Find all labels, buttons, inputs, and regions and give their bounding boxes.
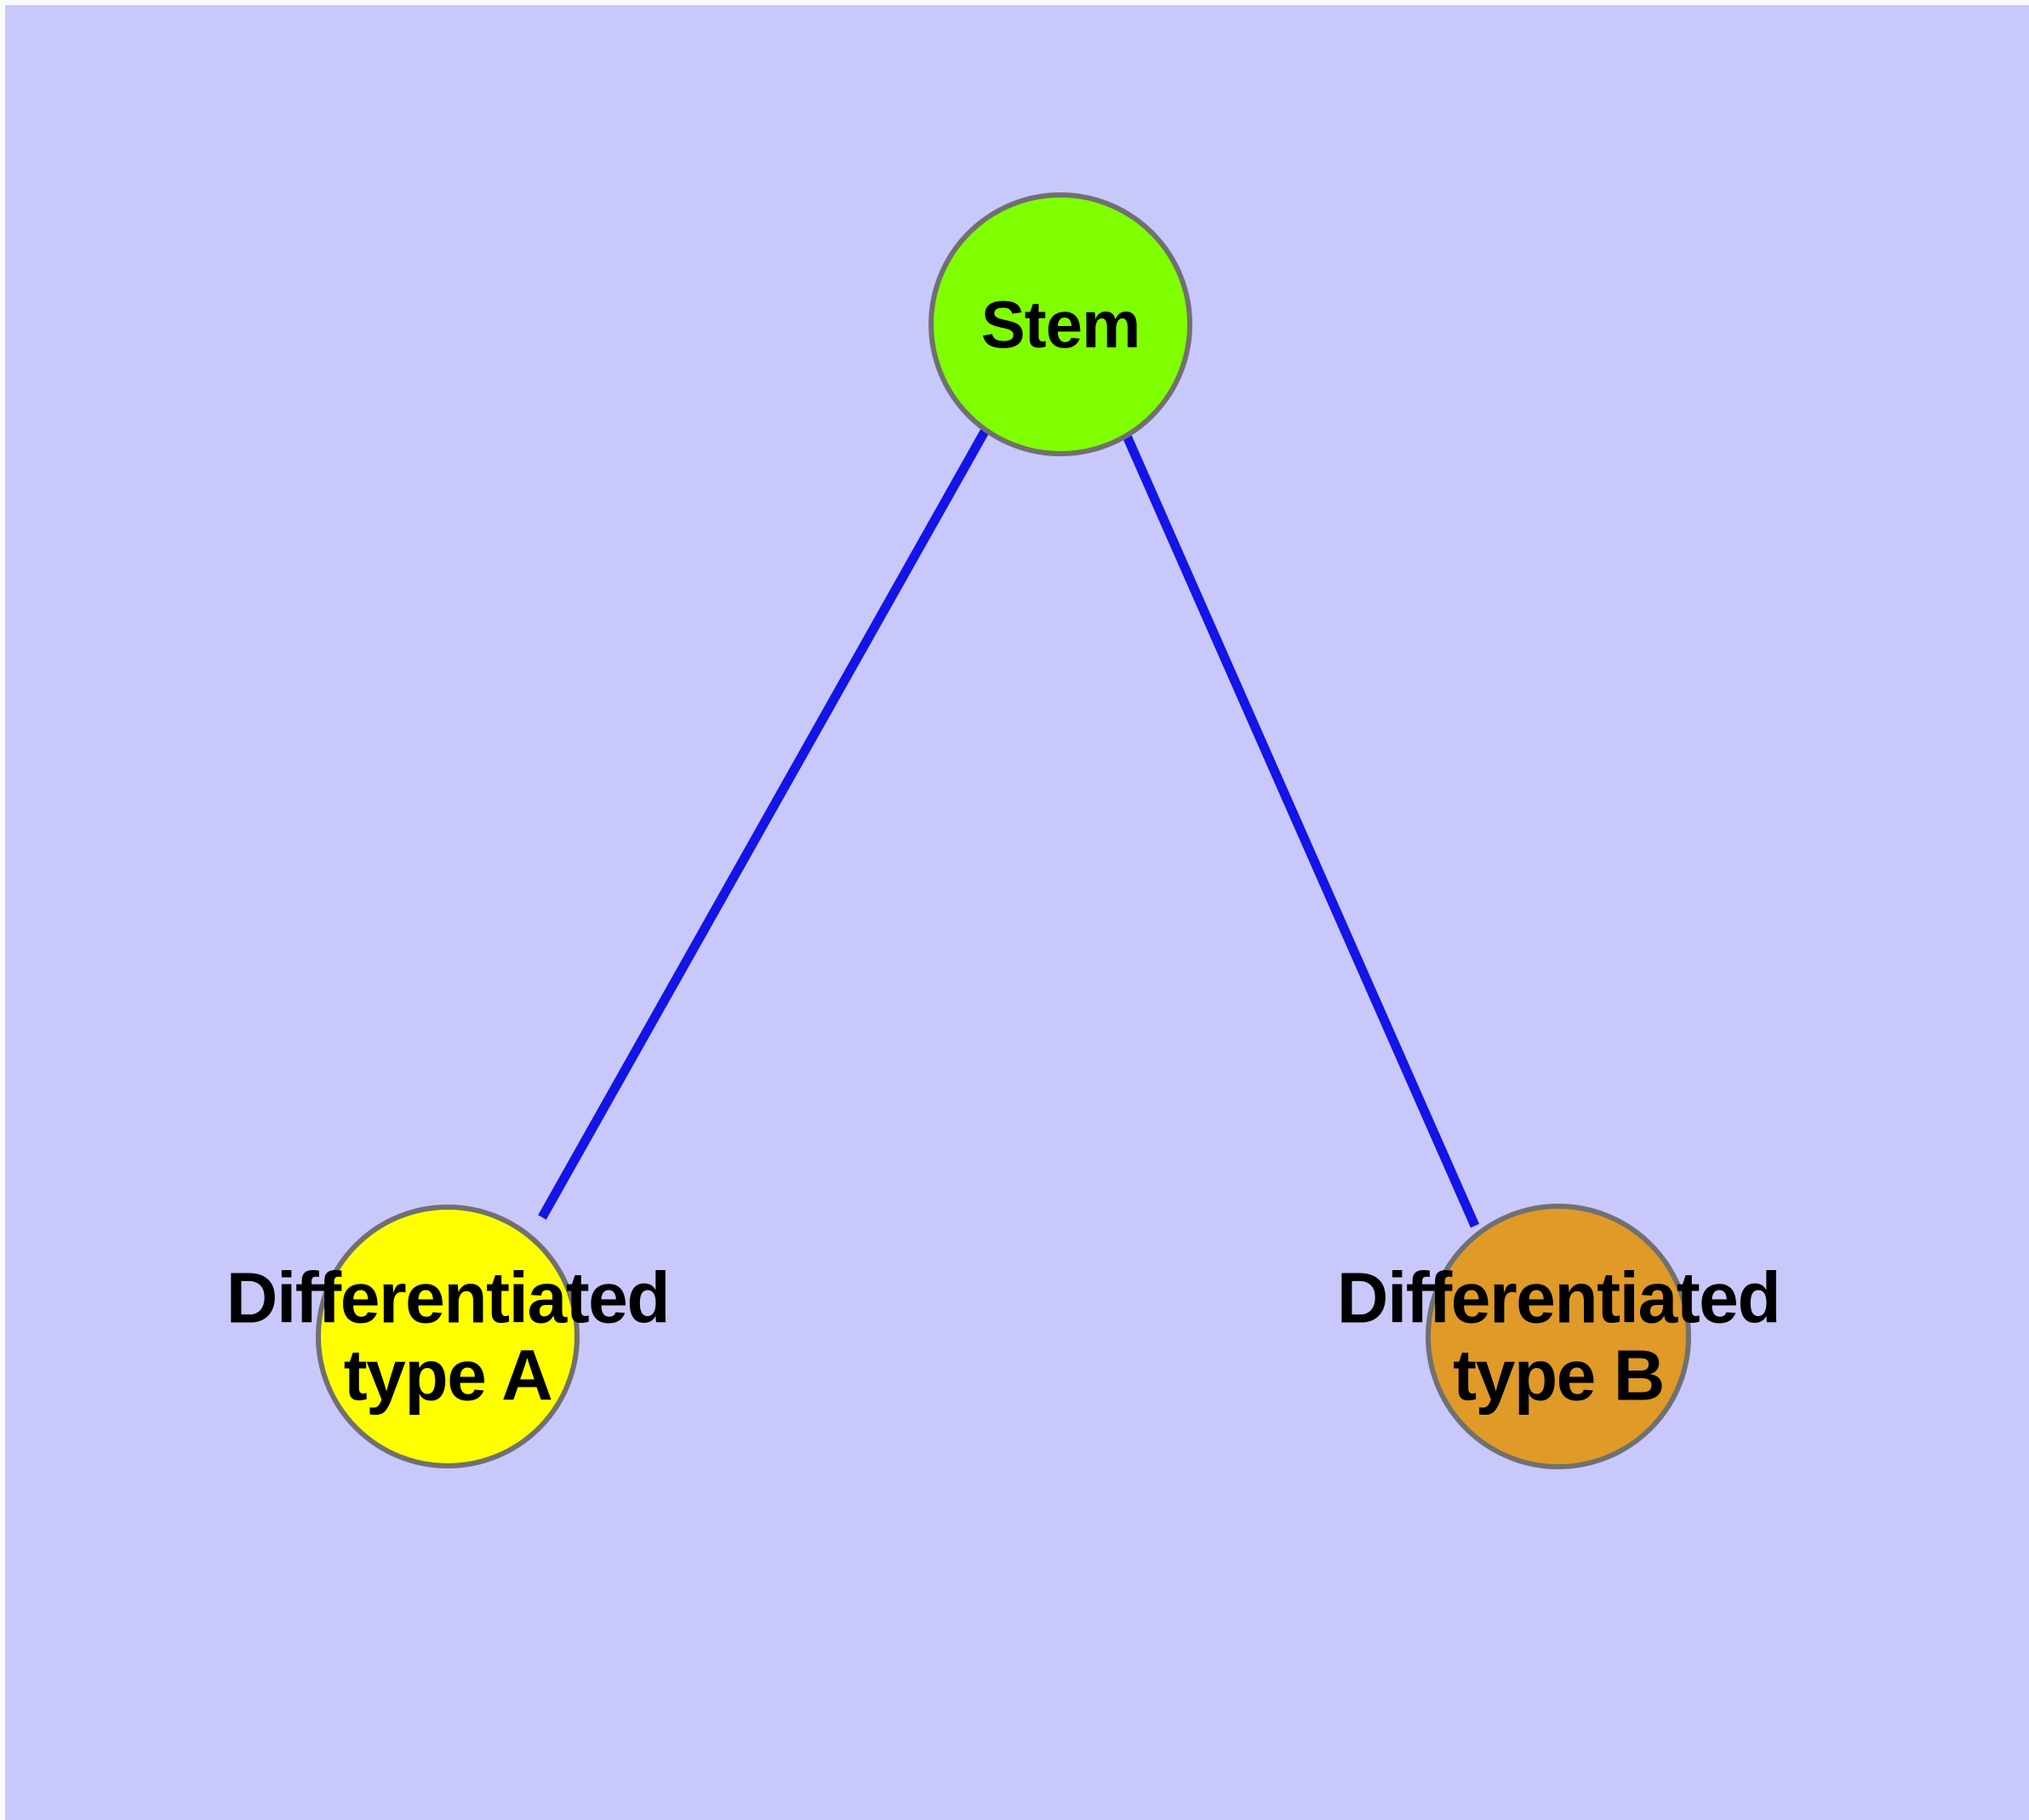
edge-stem-to-diff-b[interactable] [1121, 432, 1480, 1228]
node-layer [316, 192, 1691, 1469]
edge-layer [538, 427, 1480, 1228]
graph-svg [316, 192, 1691, 1469]
node-stem[interactable] [929, 192, 1192, 456]
node-differentiated-type-a[interactable] [316, 1205, 580, 1468]
node-differentiated-type-b[interactable] [1426, 1204, 1691, 1469]
edge-stem-to-diff-a[interactable] [538, 427, 990, 1220]
